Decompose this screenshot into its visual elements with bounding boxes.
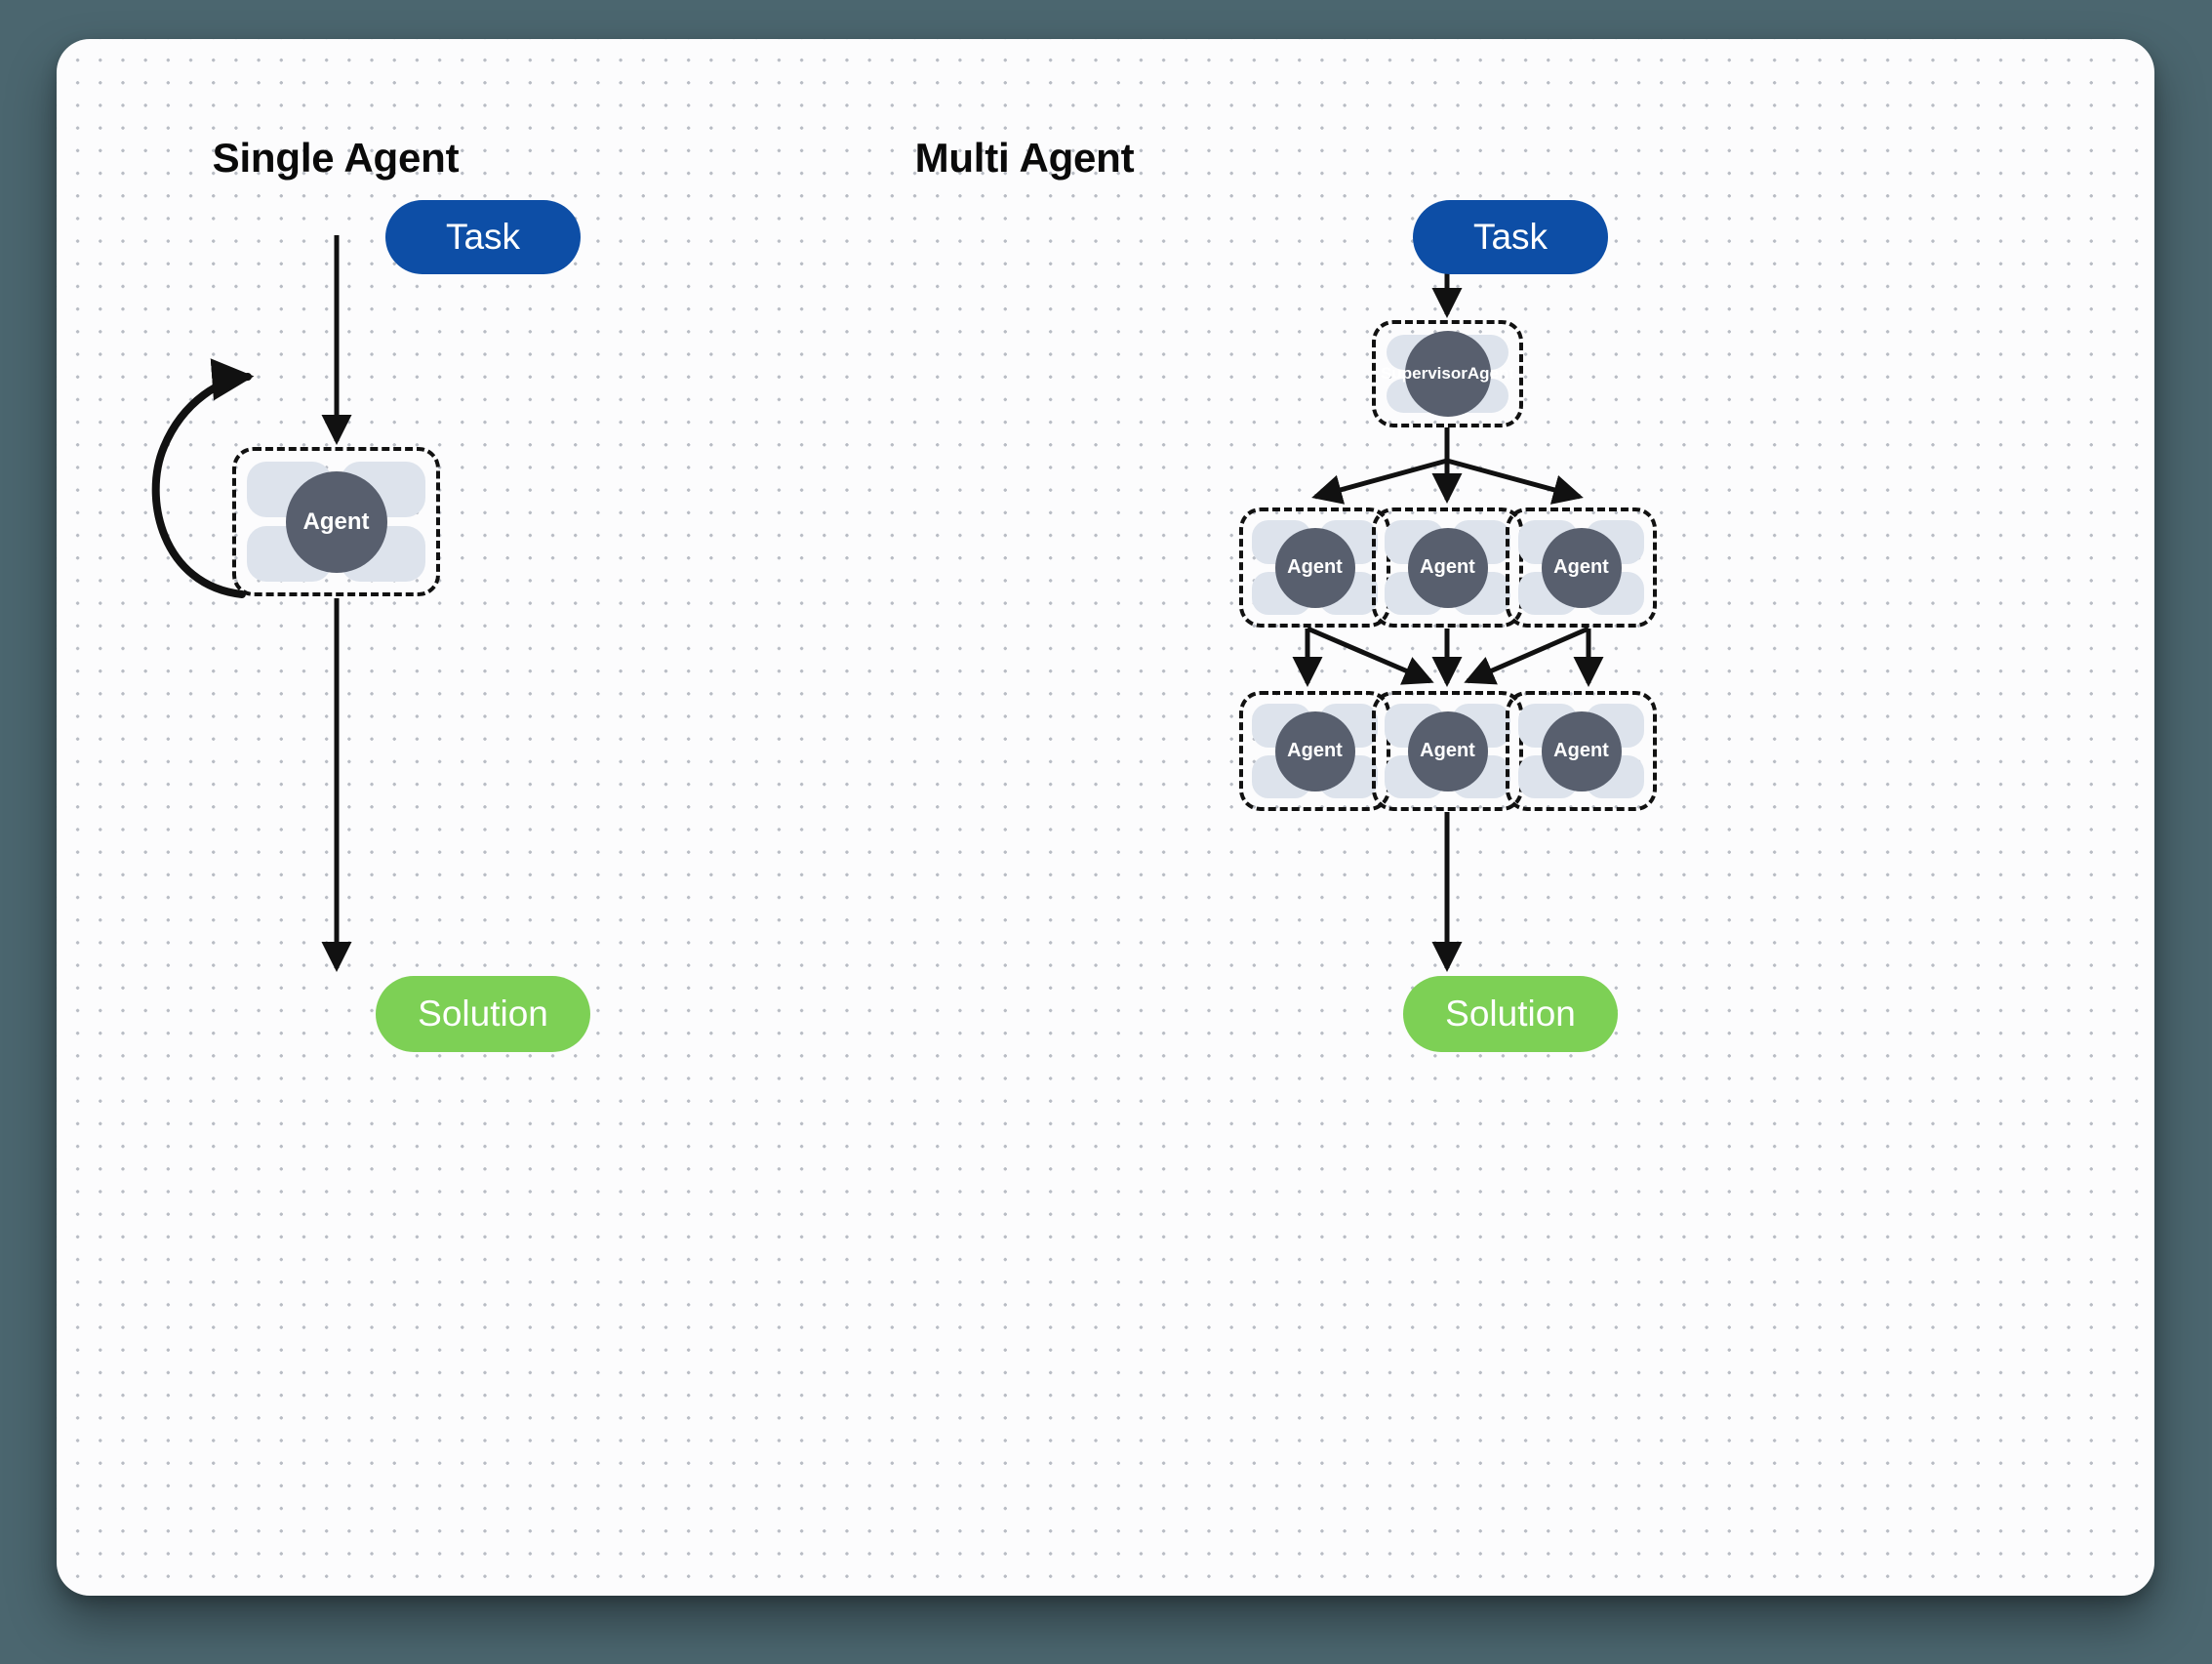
agent-cluster-single[interactable]: Agent (232, 447, 440, 596)
supervisor-label-line-2: Agent (1467, 363, 1514, 383)
agent-core-label: Agent (1274, 710, 1355, 791)
edge-supervisor-to-agent-r1c1 (1311, 458, 1448, 505)
agent-core-label: Agent (1274, 527, 1355, 608)
agent-core-label: Agent (1407, 527, 1488, 608)
supervisor-agent-cluster[interactable]: Supervisor Agent (1372, 320, 1523, 427)
edge-r1c1-to-r2c2 (1307, 626, 1434, 685)
solution-node-single[interactable]: Solution (376, 976, 590, 1052)
agent-cluster-row1-col1[interactable]: Agent (1239, 507, 1390, 628)
edge-agent-self-loop (151, 358, 255, 598)
agent-cluster-row1-col3[interactable]: Agent (1506, 507, 1657, 628)
agent-core-label: Agent (1541, 527, 1622, 608)
edge-supervisor-to-agent-r1c3 (1446, 458, 1584, 505)
agent-cluster-row2-col1[interactable]: Agent (1239, 691, 1390, 811)
panel-title-single-agent: Single Agent (212, 135, 460, 181)
agent-core-label: Agent (1541, 710, 1622, 791)
edge-r1c3-to-r2c2 (1464, 626, 1589, 685)
agent-cluster-row2-col2[interactable]: Agent (1372, 691, 1523, 811)
solution-node-multi[interactable]: Solution (1403, 976, 1618, 1052)
agent-core-label: Agent (1407, 710, 1488, 791)
diagram-canvas: Single Agent Multi Agent Task Agent Solu… (57, 39, 2154, 1596)
supervisor-label-line-1: Supervisor (1381, 363, 1468, 383)
supervisor-agent-core-label: Supervisor Agent (1381, 331, 1514, 417)
agent-cluster-row1-col2[interactable]: Agent (1372, 507, 1523, 628)
panel-title-multi-agent: Multi Agent (914, 135, 1135, 181)
task-node-multi[interactable]: Task (1413, 200, 1608, 274)
agent-cluster-row2-col3[interactable]: Agent (1506, 691, 1657, 811)
task-node-single[interactable]: Task (385, 200, 581, 274)
agent-core-label: Agent (285, 470, 387, 573)
connector-layer (151, 235, 1604, 972)
